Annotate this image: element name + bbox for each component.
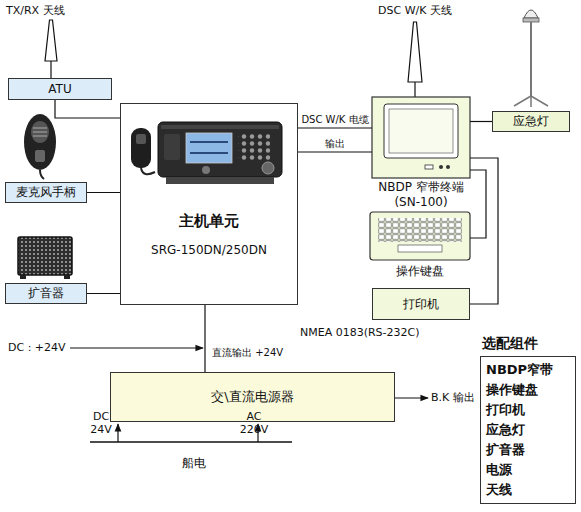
radio-illustration — [131, 122, 282, 184]
model-number: SRG-150DN/250DN — [151, 243, 267, 257]
microphone-box: 麦克风手柄 — [5, 182, 87, 203]
list-item: 电源 — [486, 460, 570, 480]
connector-line — [298, 151, 372, 152]
node-caption: NBDP 窄带终端 (SN-100) — [372, 180, 470, 210]
box-label: 应急灯 — [513, 113, 549, 130]
connector-line — [470, 158, 498, 304]
connector-line — [298, 127, 372, 128]
emergency-lamp-icon — [514, 10, 548, 107]
box-label: 交\直流电源器 — [211, 388, 293, 406]
connector-line — [470, 121, 492, 122]
free-label: 船电 — [182, 456, 206, 470]
connector-line — [87, 293, 120, 294]
unit-title: 主机单元 — [179, 212, 239, 231]
free-label: DC 24V — [88, 410, 114, 436]
power-wiring — [70, 348, 428, 442]
list-item: 扩音器 — [486, 440, 570, 460]
box-label: 扩音器 — [28, 285, 64, 302]
list-item: 操作键盘 — [486, 380, 570, 400]
free-label: B.K 输出 — [431, 391, 475, 404]
terminal-node: NBDP 窄带终端 (SN-100) — [372, 97, 470, 210]
node-caption: 操作键盘 — [396, 264, 444, 279]
connector-line — [55, 100, 120, 118]
list-item: 打印机 — [486, 400, 570, 420]
atu-box: ATU — [8, 78, 112, 100]
terminal-monitor-icon — [372, 97, 470, 178]
list-heading: 选配组件 — [480, 335, 576, 353]
speaker-icon — [18, 237, 72, 279]
list-item: 应急灯 — [486, 420, 570, 440]
list-item: 天线 — [486, 480, 570, 500]
box-label: 麦克风手柄 — [16, 184, 76, 201]
keyboard-icon — [370, 212, 470, 260]
microphone-icon — [24, 114, 56, 179]
connector-line — [87, 192, 120, 193]
free-label: TX/RX 天线 — [6, 4, 65, 17]
box-label: ATU — [48, 82, 71, 96]
list-item: NBDP窄带 — [486, 360, 570, 380]
box-label: 打印机 — [403, 296, 439, 313]
list-frame: NBDP窄带操作键盘打印机应急灯扩音器电源天线 — [480, 356, 576, 504]
speaker-box: 扩音器 — [5, 283, 87, 304]
free-label: AC 220V — [239, 410, 269, 436]
edge-label: DSC W/K 电缆 — [300, 114, 369, 126]
connector-line — [470, 170, 486, 238]
dsc-antenna — [408, 22, 422, 97]
free-label: DC : +24V — [8, 341, 66, 354]
main-unit-box: 主机单元 SRG-150DN/250DN — [120, 103, 298, 305]
edge-label: 直流输出 +24V — [211, 347, 284, 359]
connector-line — [204, 305, 205, 372]
printer-box: 打印机 — [372, 288, 470, 320]
free-label: NMEA 0183(RS-232C) — [300, 326, 420, 339]
edge-label: 输出 — [324, 138, 346, 150]
option-list: 选配组件 NBDP窄带操作键盘打印机应急灯扩音器电源天线 — [480, 335, 576, 504]
keyboard-node: 操作键盘 — [370, 212, 470, 280]
lamp-box: 应急灯 — [492, 111, 570, 132]
free-label: DSC W/K 天线 — [378, 4, 452, 17]
txrx-antenna — [45, 20, 57, 78]
